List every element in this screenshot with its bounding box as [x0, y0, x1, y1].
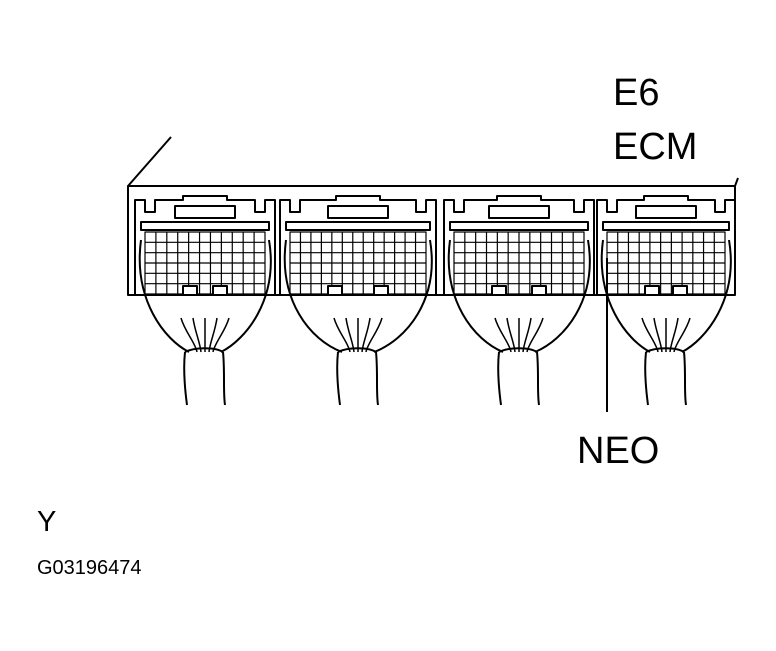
latch-tab — [488, 205, 550, 219]
wire-strands — [494, 317, 544, 353]
connector-4 — [596, 195, 736, 406]
connector-housing — [134, 195, 276, 295]
key-notch — [531, 285, 547, 294]
wire-strands — [333, 317, 383, 353]
connector-id-label: E6 — [613, 72, 660, 114]
wire-strands — [641, 317, 691, 353]
wire-harness — [336, 347, 379, 406]
latch-tab — [174, 205, 236, 219]
connector-housing — [279, 195, 437, 295]
connector-boot — [600, 239, 732, 353]
latch-tab — [327, 205, 389, 219]
connector-housing — [596, 195, 736, 295]
key-notch — [672, 285, 688, 294]
latch-tab — [635, 205, 697, 219]
wire-harness — [497, 347, 540, 406]
connector-2 — [279, 195, 437, 406]
connector-boot — [447, 239, 591, 353]
connector-boot — [138, 239, 272, 353]
ecm-housing — [127, 136, 739, 296]
latch-rail — [602, 221, 730, 231]
connector-group — [134, 195, 736, 406]
connector-boot — [283, 239, 433, 353]
wire-strands — [180, 317, 230, 353]
terminal-grid — [289, 231, 427, 295]
key-notch — [327, 285, 343, 294]
latch-rail — [449, 221, 589, 231]
wire-harness — [644, 347, 687, 406]
component-name-label: ECM — [613, 126, 698, 168]
key-notch — [182, 285, 198, 294]
latch-rail — [140, 221, 270, 231]
key-notch — [373, 285, 389, 294]
key-notch — [212, 285, 228, 294]
key-notch — [644, 285, 660, 294]
latch-rail — [285, 221, 431, 231]
view-letter-label: Y — [37, 506, 57, 538]
key-notch — [491, 285, 507, 294]
terminal-grid — [453, 231, 585, 295]
terminal-grid — [606, 231, 726, 295]
connector-1 — [134, 195, 276, 406]
wire-harness — [183, 347, 226, 406]
terminal-grid — [144, 231, 266, 295]
figure-code-label: G03196474 — [37, 557, 142, 579]
connector-3 — [443, 195, 595, 406]
connector-housing — [443, 195, 595, 295]
terminal-label: NEO — [577, 430, 660, 472]
